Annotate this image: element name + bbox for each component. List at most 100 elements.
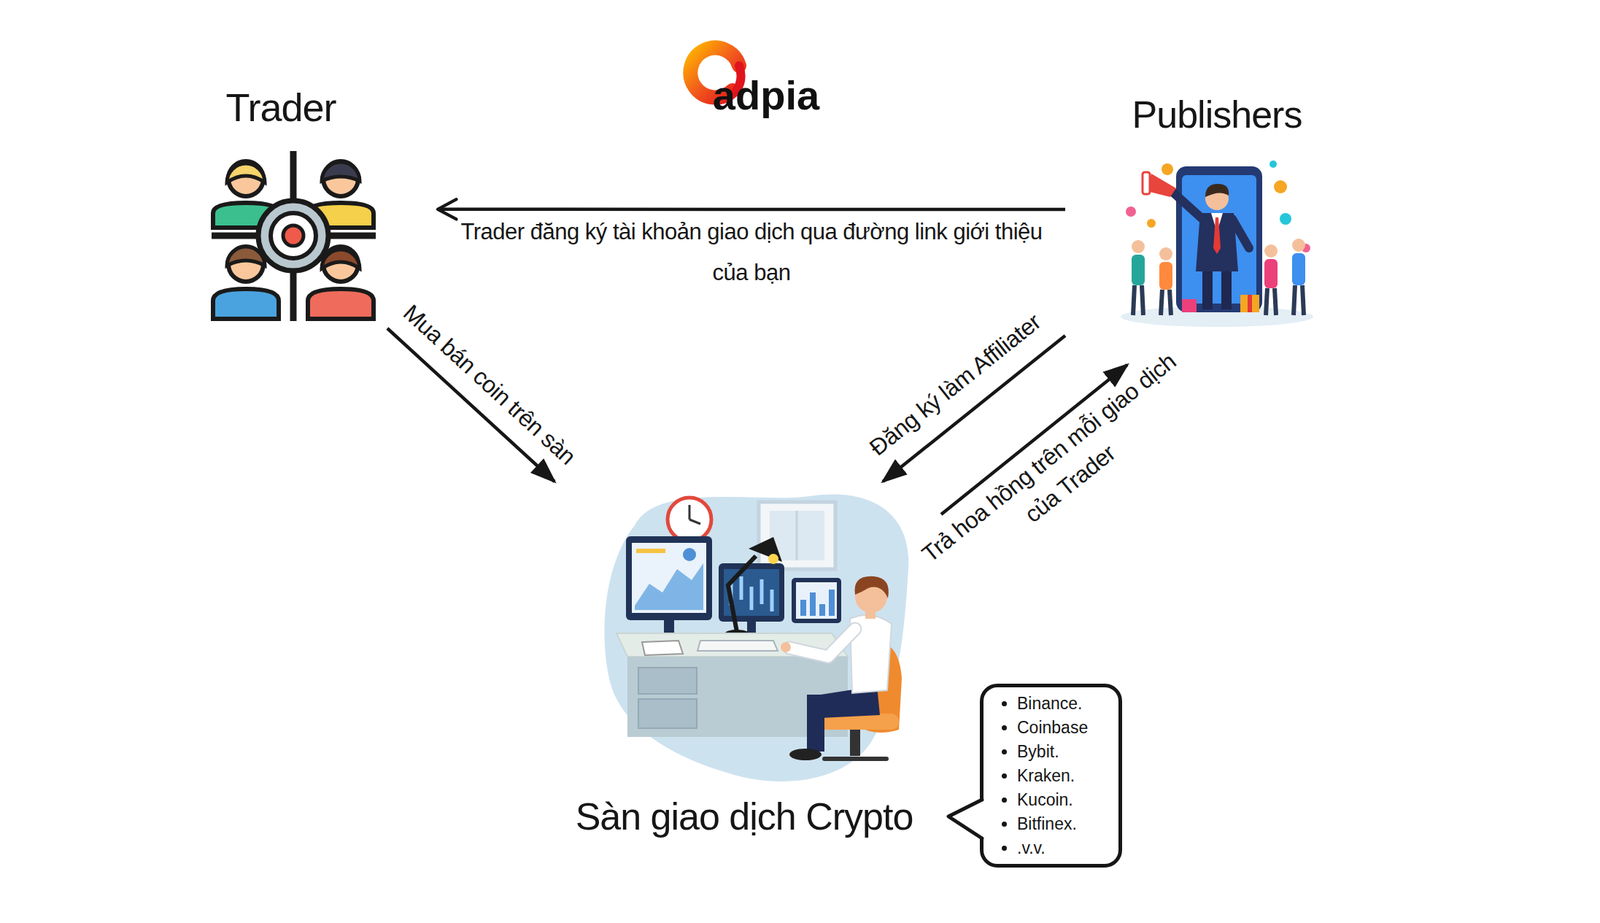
exchange-illustration-part [663,620,675,634]
exchange-illustration-part [789,628,856,657]
list-item: Bybit. [1017,739,1119,764]
node-heading: Sàn giao dịch Crypto [547,793,942,840]
publishers-illustration-part [1240,294,1260,313]
publishers-illustration-part [1125,206,1136,217]
publishers-illustration-part [1205,183,1229,197]
logo-text: adpia [712,71,820,119]
exchange-illustration-part [789,628,856,657]
exchange-illustration-part [636,548,666,554]
callout-pointer [948,799,985,839]
publishers-illustration-part [1274,288,1277,316]
trader-icon-part [321,249,360,269]
exchange-illustration-part [780,642,791,653]
node-heading: Publishers [1107,91,1327,138]
publishers-illustration-part [1169,289,1171,316]
exchange-illustration-part [747,621,756,634]
trader-icon [211,151,376,322]
exchange-illustration-part [800,599,807,616]
trader-icon-part [226,163,265,183]
publishers-illustration-part [1264,244,1278,258]
publishers-illustration-part [1232,218,1250,249]
signup-arrow [882,335,1066,482]
publishers-illustration-part [1161,163,1174,176]
publishers-illustration-part [1213,217,1221,254]
exchange-illustration-part [758,501,836,570]
publishers-illustration-part [1292,253,1306,286]
trader-icon-part [213,288,279,319]
publishers-illustration-part [1202,268,1213,310]
commission-arrow [941,364,1128,515]
trader-icon-part [283,225,304,246]
publishers-illustration-part [1171,191,1203,219]
list-item: Binance. [1017,691,1119,716]
publishers-illustration-part [1181,299,1197,313]
node-heading: Trader [207,83,354,131]
exchange-illustration-part [750,586,754,610]
exchange-illustration-part [688,504,691,520]
exchange-illustration-part [634,563,704,610]
list-item: Kraken. [1017,763,1119,788]
exchange-illustration-part [791,577,842,624]
exchange-illustration-part [809,592,816,616]
publishers-illustration-part [1131,240,1145,254]
exchange-illustration-part [824,756,887,761]
exchange-illustration-part [806,694,825,752]
list-item: Kucoin. [1017,787,1119,813]
exchange-illustration-part [795,510,799,561]
trade-arrow [387,328,555,482]
publishers-illustration-part [1292,238,1306,252]
exchange-illustration-part [819,604,826,616]
exchange-illustration-part [849,729,861,756]
exchange-illustration-part [739,576,744,600]
exchange-illustration-part [631,542,707,613]
exchange-illustration-part [689,519,701,524]
publishers-illustration-part [1181,175,1257,304]
publishers-illustration-part [1160,289,1163,316]
edge-label: Mua bán coin trên sàn [372,275,608,494]
exchange-illustration-part [768,553,779,564]
trader-icon-part [258,200,329,271]
list-item: Bitfinex. [1017,812,1119,837]
list-item: .v.v. [1017,836,1119,861]
publishers-illustration-part [1131,254,1145,286]
publishers-illustration-part [1159,247,1173,261]
publishers-illustration-part [1273,180,1288,194]
connector-group [387,209,1128,515]
publishers-illustration-part [1146,173,1177,197]
publishers-illustration [1120,160,1314,327]
publishers-illustration-part [1176,166,1263,313]
callout-pointer-part [948,799,983,839]
publishers-illustration-part [1264,259,1278,289]
publishers-illustration-part [1293,285,1296,316]
referral-arrow [437,207,1066,212]
exchange-illustration-part [667,497,712,542]
trader-icon-part [321,161,360,181]
trader-icon-part [307,288,374,319]
publishers-illustration-part [1146,218,1156,228]
exchange-node: Sàn giao dịch Crypto [547,481,942,840]
trader-icon-part [270,213,316,259]
list-item: Coinbase [1017,715,1119,740]
publishers-illustration-part [1302,285,1304,316]
exchange-illustration-part [638,667,697,694]
publishers-illustration-part [1133,285,1135,316]
exchange-list-callout: Binance.CoinbaseBybit.Kraken.Kucoin.Bitf… [979,683,1123,868]
exchange-illustration-part [604,494,909,782]
exchange-list: Binance.CoinbaseBybit.Kraken.Kucoin.Bitf… [983,687,1119,861]
publishers-node: Publishers [1065,83,1321,365]
publishers-illustration-part [1159,261,1173,290]
edge-label: Trader đăng ký tài khoản giao dịch qua đ… [445,211,1058,294]
callout-pointer-part [949,799,985,839]
exchange-illustration-part [625,536,713,621]
exchange-illustration-part [682,547,697,562]
publishers-illustration-part [1279,213,1292,225]
exchange-illustration-part [697,640,778,651]
exchange-illustration [604,494,909,782]
publishers-illustration-part [1247,294,1252,313]
publishers-illustration-part [1141,285,1144,316]
exchange-illustration-part [728,555,756,632]
